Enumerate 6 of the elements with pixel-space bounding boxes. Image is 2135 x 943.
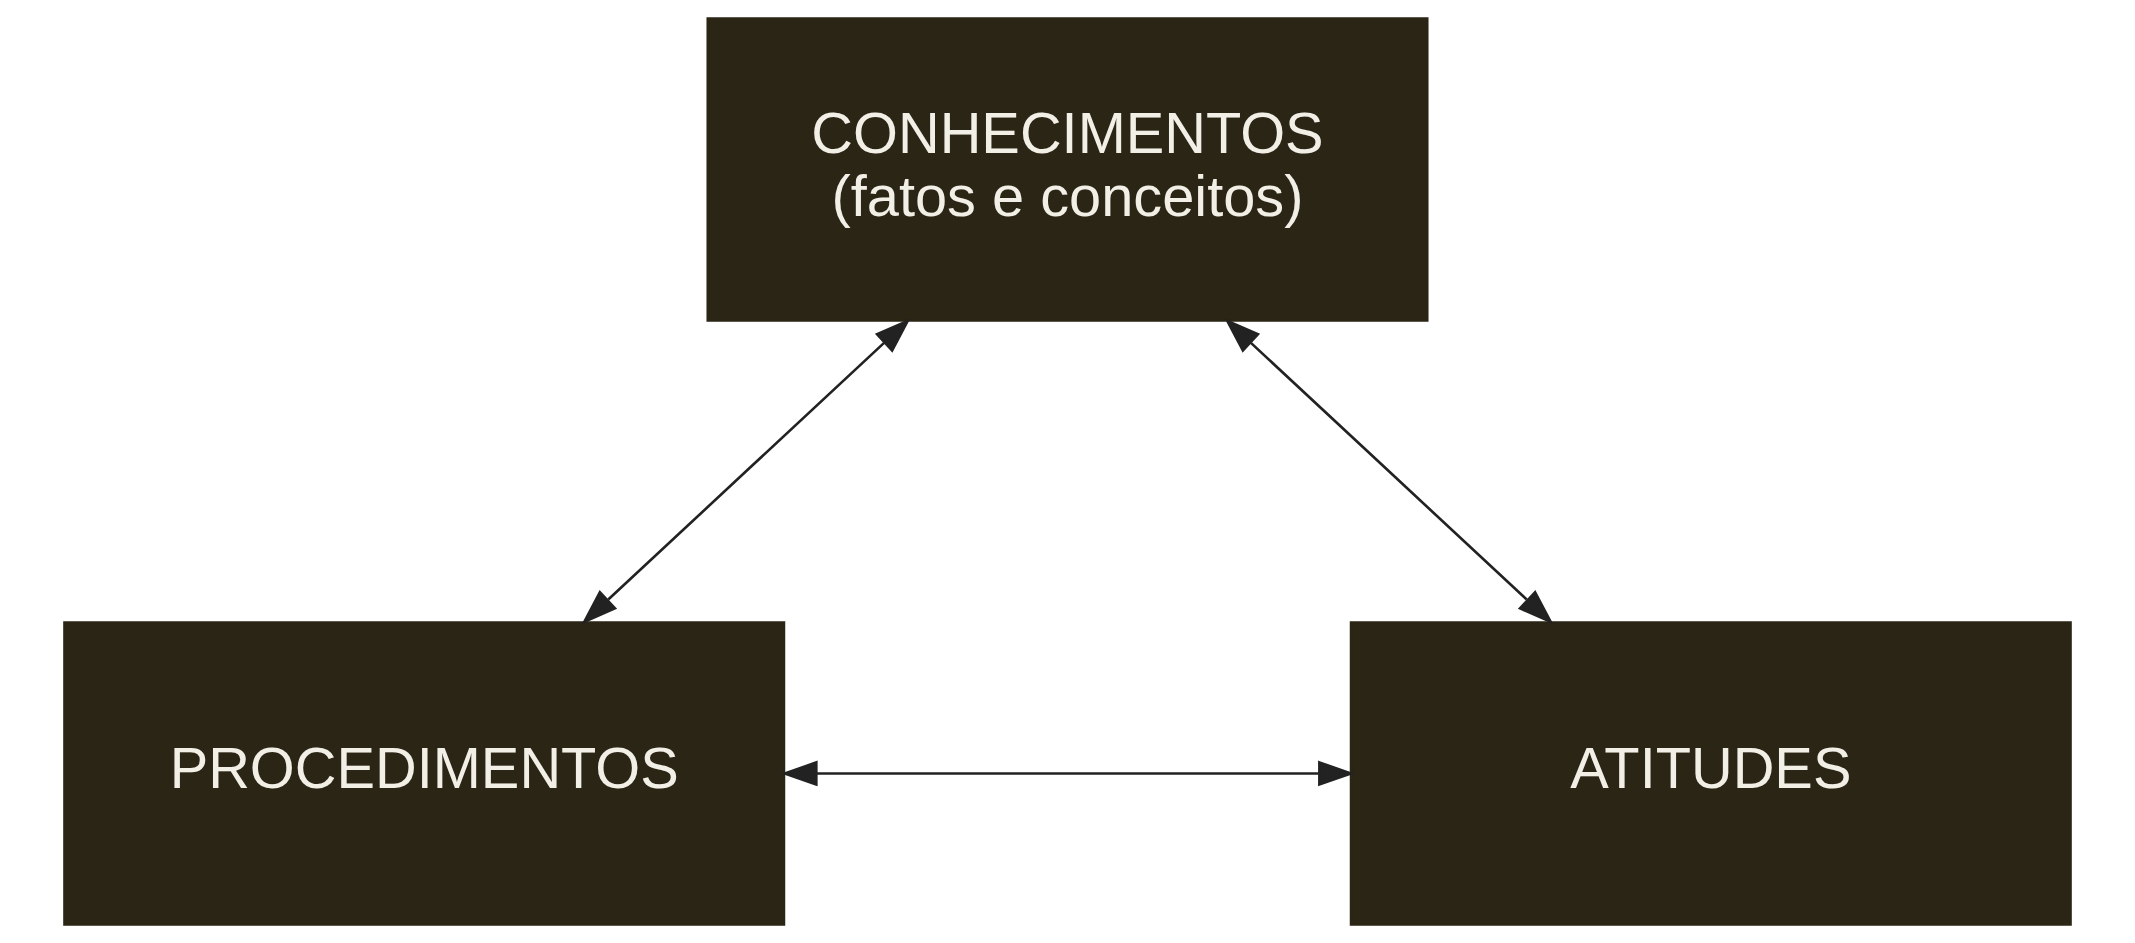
arrow (780, 760, 1355, 787)
arrow (1224, 318, 1554, 625)
arrow (581, 318, 911, 625)
node-box: CONHECIMENTOS (fatos e conceitos) (706, 17, 1429, 322)
node-box: PROCEDIMENTOS (63, 621, 786, 926)
node-box: ATITUDES (1349, 621, 2072, 926)
